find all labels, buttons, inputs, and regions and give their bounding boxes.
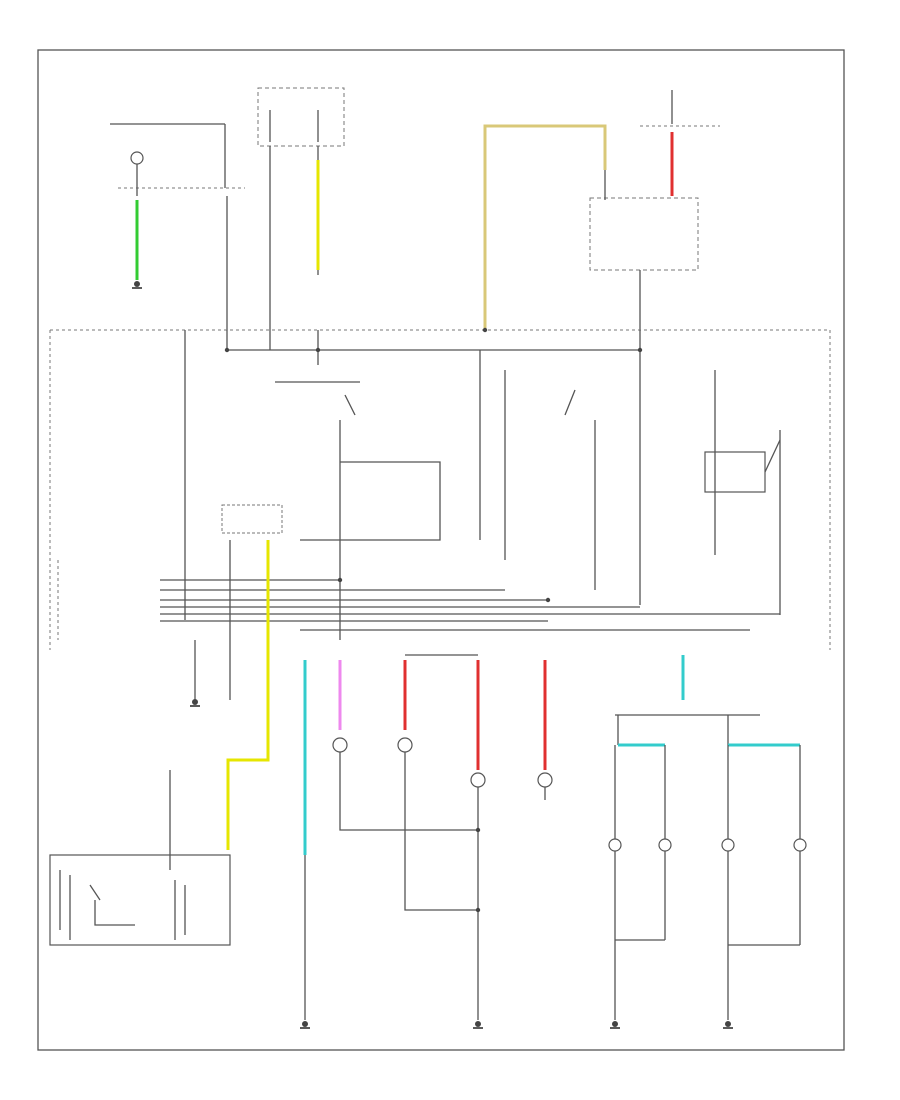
right-high-headlamp-icon: [537, 772, 553, 788]
wire-yellow-lower: [226, 540, 270, 850]
headlamp-switch: [184, 330, 781, 640]
instrument-cluster: [110, 123, 245, 330]
left-high-headlamp-icon: [470, 772, 486, 788]
right-park-lamp-icon: [793, 838, 807, 852]
ground-icon: [190, 699, 200, 707]
wire-tan: [483, 124, 607, 330]
dimmer-switch: [704, 451, 766, 493]
ground-icon: [132, 281, 142, 289]
ground-icon: [473, 1021, 483, 1029]
left-fog-lamp-icon: [608, 838, 622, 852]
fog-lamps: [608, 714, 807, 1020]
ground-icon: [610, 1021, 620, 1029]
control-module-bus: [57, 560, 780, 640]
fuse-block: [257, 87, 345, 330]
diagram-frame: [37, 49, 845, 1051]
left-low-headlamp-icon: [332, 737, 348, 753]
splice-points: [224, 327, 643, 913]
ground-icon: [723, 1021, 733, 1029]
headlamp-relay: [589, 90, 720, 330]
ground-icon: [300, 1021, 310, 1029]
right-fog-lamp-icon: [658, 838, 672, 852]
indicator-lamp-icon: [130, 151, 144, 165]
right-low-headlamp-icon: [397, 737, 413, 753]
connector-box: [221, 504, 283, 534]
headlamp-switch-lower: [49, 770, 306, 1020]
grounds: [132, 281, 733, 1029]
left-park-lamp-icon: [721, 838, 735, 852]
headlamps: [332, 737, 553, 1020]
